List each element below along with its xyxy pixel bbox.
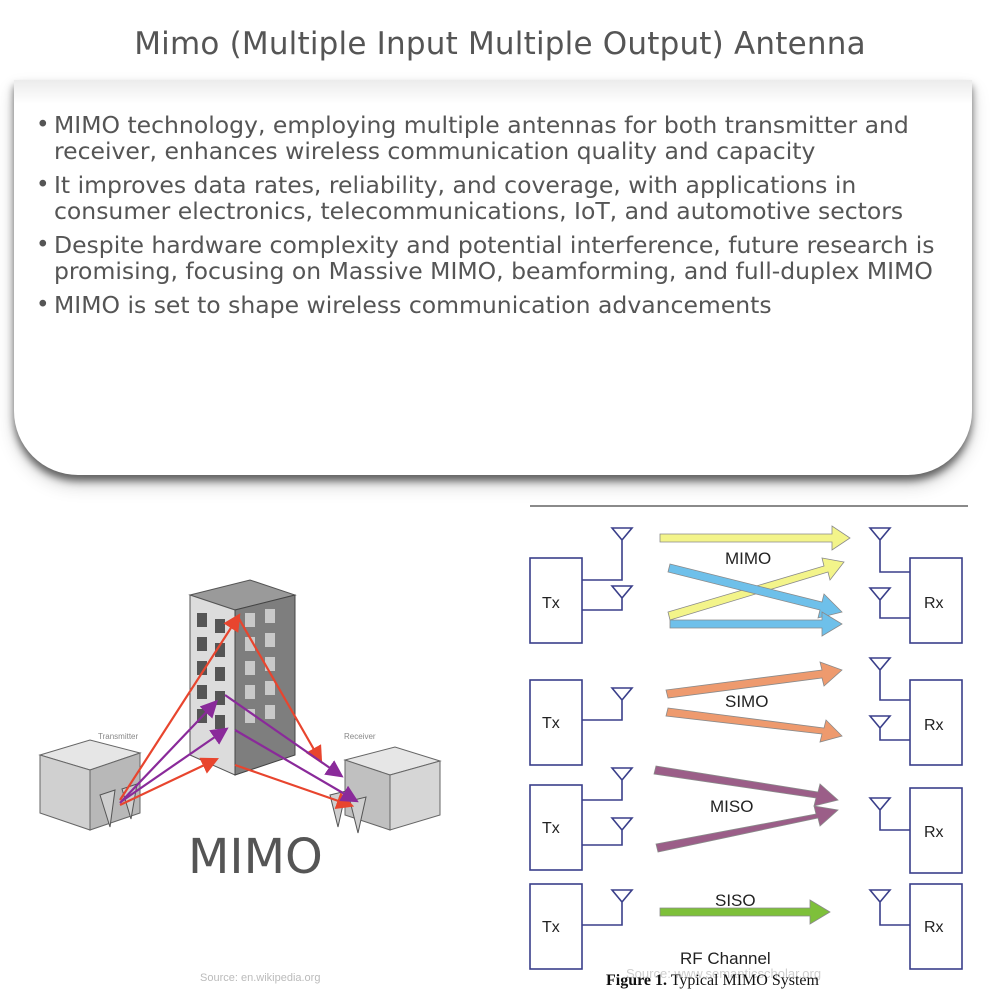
siso-row-label: SISO xyxy=(715,891,756,910)
mimo-system-diagram: Tx Rx Tx Rx Tx Rx Tx Rx MIMO SIMO MISO S… xyxy=(529,505,968,970)
rx-box-mimo xyxy=(909,557,963,644)
rx-box-siso xyxy=(909,883,963,970)
receiver-device-icon xyxy=(329,746,442,834)
miso-row-label: MISO xyxy=(710,797,753,816)
transmitter-label: Transmitter xyxy=(98,732,138,741)
bullet-item: •MIMO is set to shape wireless communica… xyxy=(36,291,772,319)
tx-label-miso: Tx xyxy=(542,820,560,837)
tx-label-simo: Tx xyxy=(542,715,560,732)
figure-caption-text: Typical MIMO System xyxy=(667,972,819,989)
tx-box-simo xyxy=(529,679,583,766)
bullet-text: MIMO is set to shape wireless communicat… xyxy=(54,291,772,319)
mimo-row-label: MIMO xyxy=(725,549,771,568)
rx-label-siso: Rx xyxy=(924,919,944,936)
tx-label-siso: Tx xyxy=(542,919,560,936)
figure-caption-number: Figure 1. xyxy=(606,972,668,989)
bullet-item: •Despite hardware complexity and potenti… xyxy=(36,231,935,285)
receiver-label: Receiver xyxy=(344,732,376,741)
bullet-list: •MIMO technology, employing multiple ant… xyxy=(34,112,974,326)
rx-label-mimo: Rx xyxy=(924,595,944,612)
tx-label-mimo: Tx xyxy=(542,595,560,612)
rf-channel-label: RF Channel xyxy=(680,949,771,968)
rx-box-simo xyxy=(909,679,963,766)
bullet-text: It improves data rates, reliability, and… xyxy=(54,171,904,225)
simo-row-label: SIMO xyxy=(725,692,768,711)
bullet-item: •MIMO technology, employing multiple ant… xyxy=(36,111,909,165)
left-source-text: Source: en.wikipedia.org xyxy=(200,972,321,984)
mimo-big-label: MIMO xyxy=(188,829,323,885)
bullet-text: MIMO technology, employing multiple ante… xyxy=(54,111,909,165)
page-title: Mimo (Multiple Input Multiple Output) An… xyxy=(134,26,866,62)
signal-paths xyxy=(119,613,359,809)
right-source-text: Source: www.semanticscholar.org xyxy=(626,966,822,981)
antenna-icons xyxy=(582,527,910,926)
bullet-item: •It improves data rates, reliability, an… xyxy=(36,171,904,225)
card-top-shade xyxy=(14,80,972,104)
bullet-text: Despite hardware complexity and potentia… xyxy=(54,231,935,285)
channel-arrows xyxy=(653,525,851,925)
rx-label-simo: Rx xyxy=(924,717,944,734)
tx-box-siso xyxy=(529,883,583,970)
transmitter-device-icon xyxy=(38,739,142,831)
tx-box-mimo xyxy=(529,557,583,644)
mimo-building-illustration: Transmitter Receiver MIMO xyxy=(38,579,442,885)
building-icon xyxy=(188,579,297,776)
figure-caption: Figure 1. Typical MIMO System xyxy=(606,972,819,990)
rx-label-miso: Rx xyxy=(924,824,944,841)
tx-box-miso xyxy=(529,784,583,871)
summary-card xyxy=(14,80,972,475)
